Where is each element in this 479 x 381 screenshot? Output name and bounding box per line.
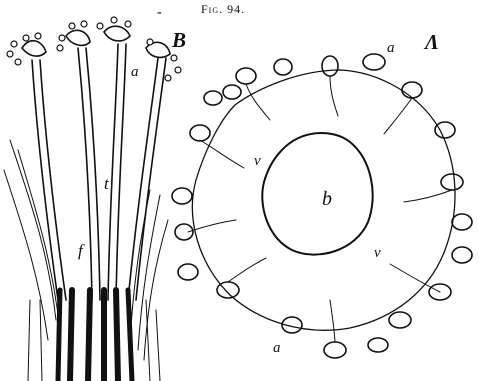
label-v-left: v (254, 153, 261, 170)
label-b: b (322, 188, 332, 211)
label-f: f (78, 241, 83, 261)
caption-dash: - (157, 5, 162, 21)
panel-label-a: Λ (425, 30, 439, 55)
panel-label-b: B (172, 28, 186, 53)
label-a-top: a (387, 40, 395, 57)
figure-caption: Fig. 94. (201, 2, 245, 17)
label-t: t (104, 174, 109, 194)
label-a-bottom: a (273, 340, 281, 357)
label-v-right: v (374, 245, 381, 262)
label-a-stamen: a (131, 64, 139, 81)
